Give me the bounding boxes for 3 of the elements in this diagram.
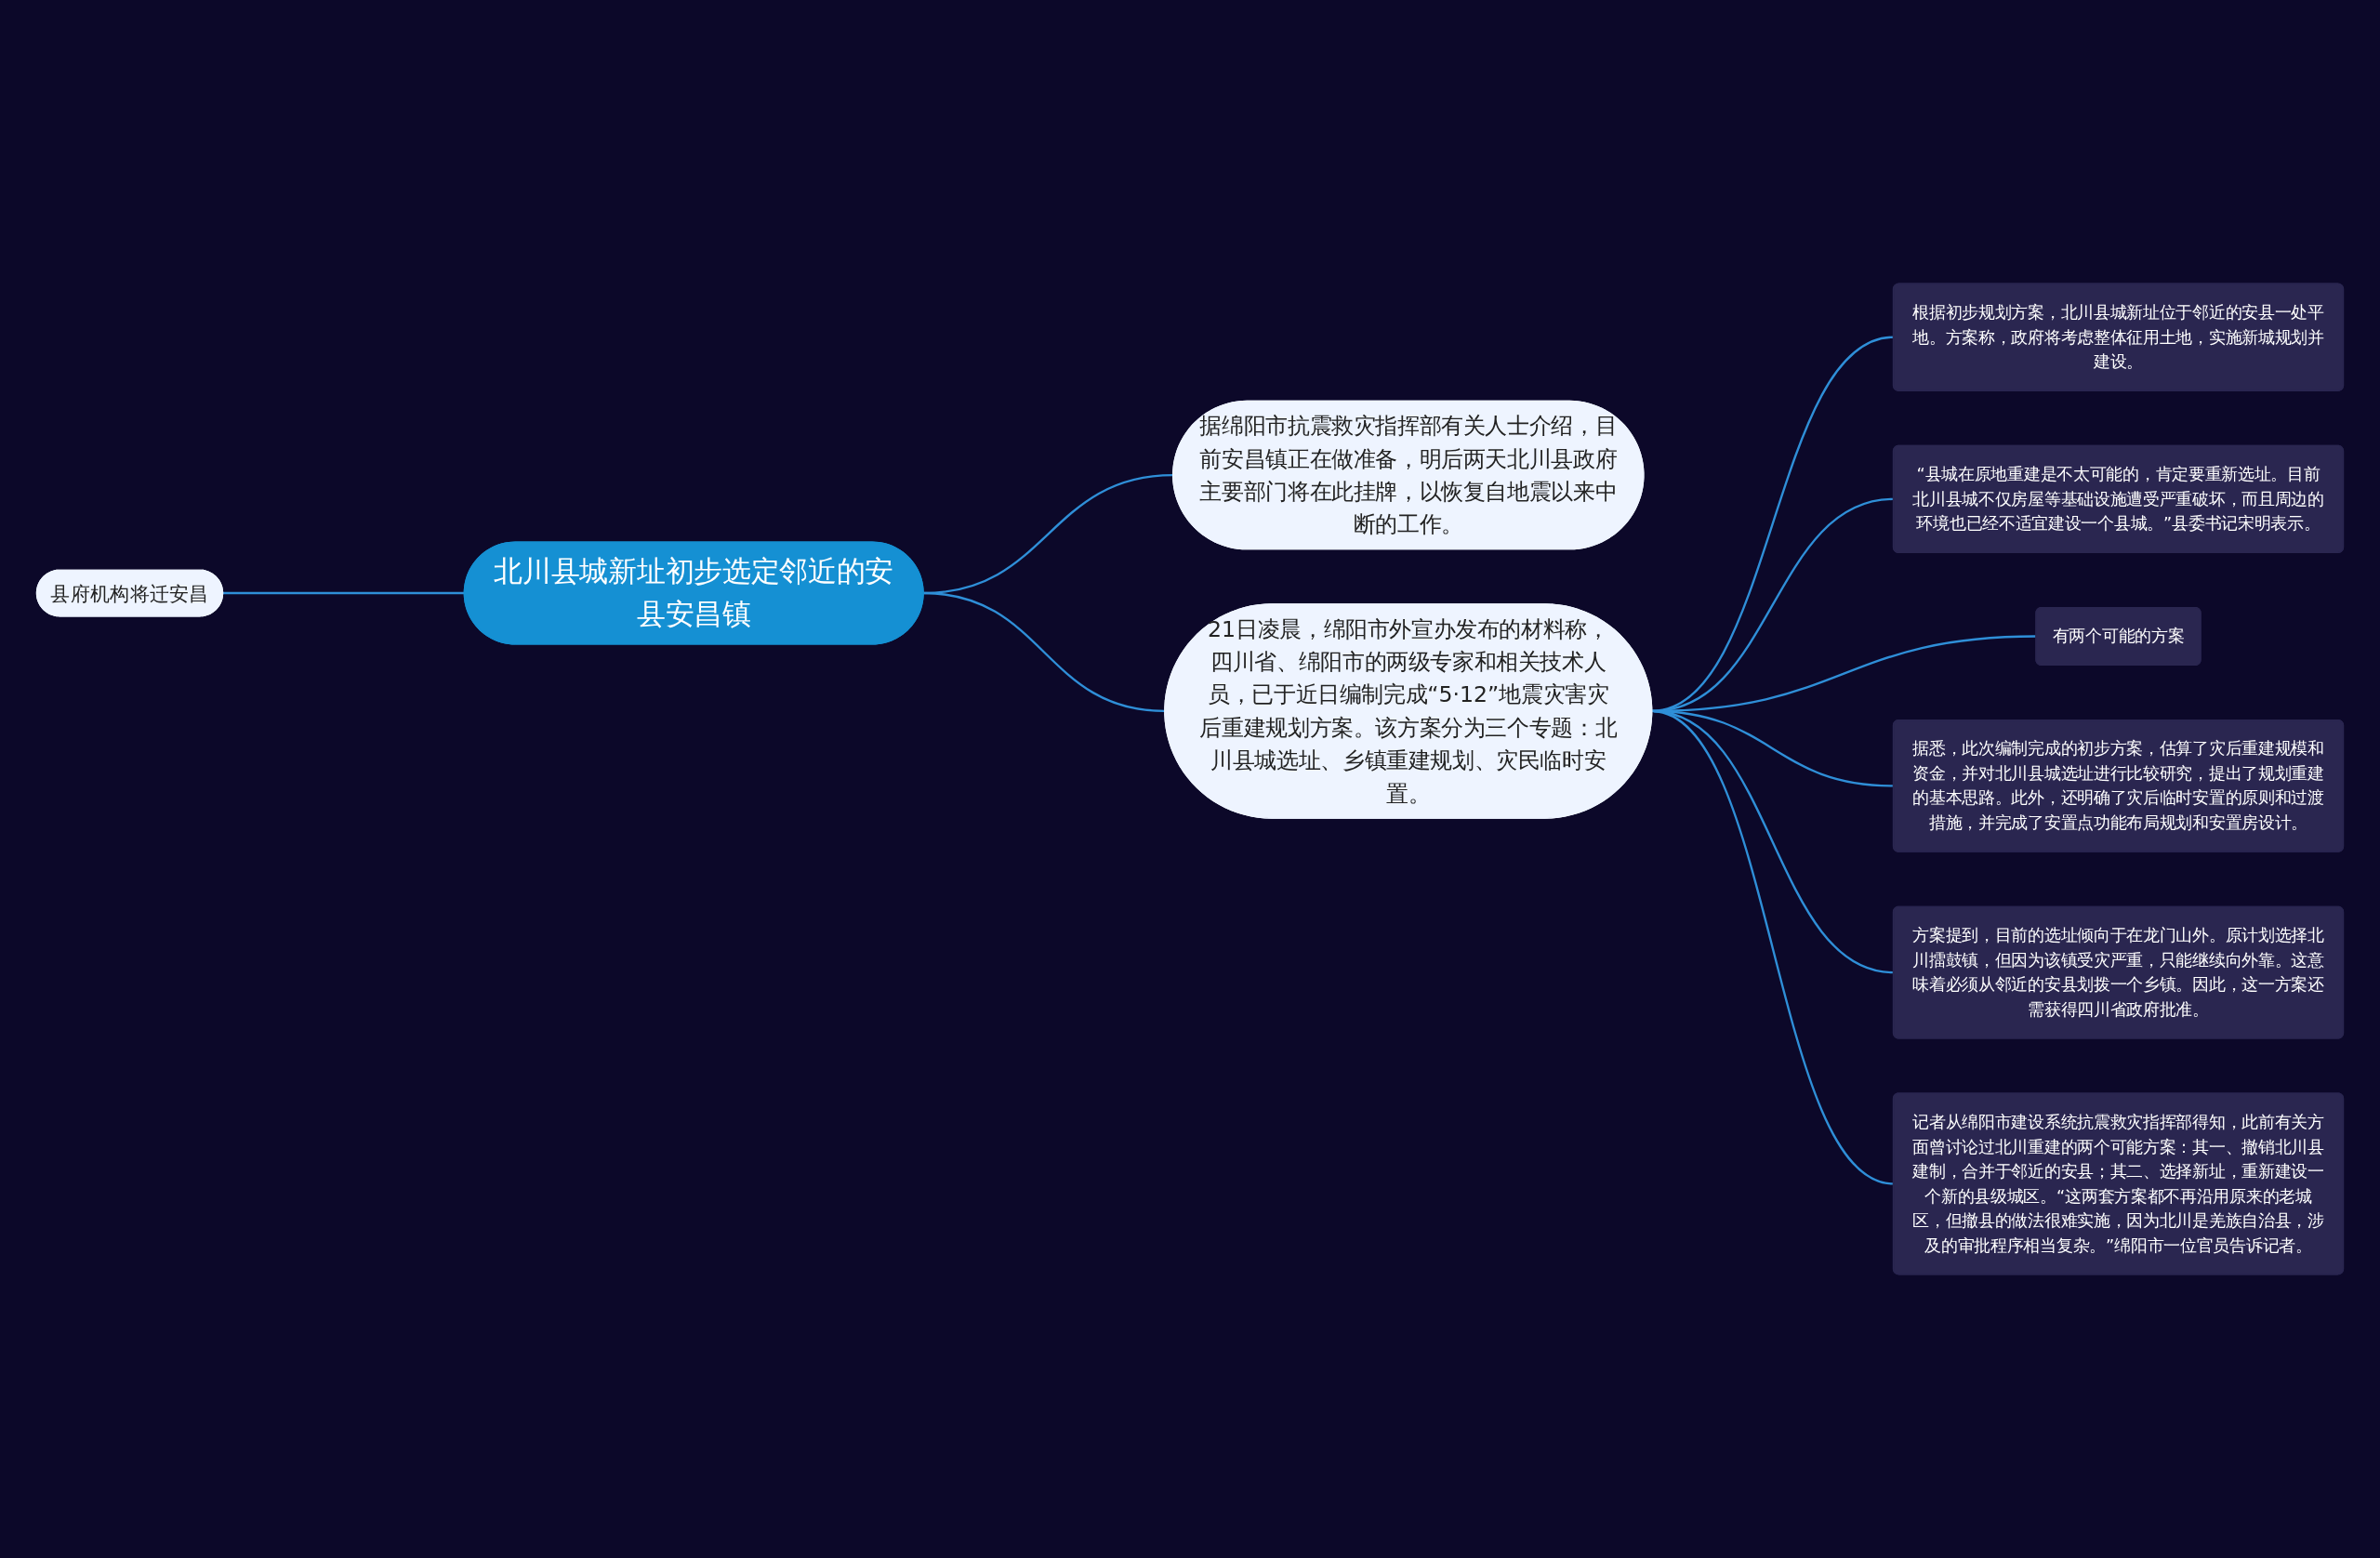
connector — [1651, 709, 1894, 1185]
connector — [923, 591, 1165, 713]
connector — [222, 591, 465, 595]
